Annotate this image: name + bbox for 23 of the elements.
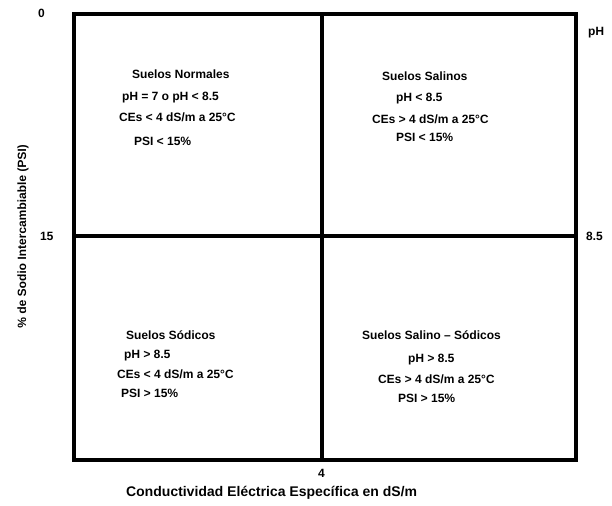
axis-title: % de Sodio Intercambiable (PSI)	[15, 144, 29, 328]
axis-tick-label: 8.5	[586, 229, 603, 243]
axis-tick-label: 15	[40, 229, 54, 243]
condition-text: pH < 8.5	[396, 90, 442, 104]
condition-text: CEs < 4 dS/m a 25°C	[119, 110, 236, 124]
condition-text: PSI < 15%	[134, 134, 192, 148]
axis-tick-label: 0	[38, 6, 45, 20]
condition-text: pH > 8.5	[124, 347, 170, 361]
axis-tick-label: 4	[318, 466, 325, 480]
soil-class-heading: Suelos Normales	[132, 67, 230, 81]
condition-text: PSI > 15%	[398, 391, 456, 405]
soil-class-heading: Suelos Salino – Sódicos	[362, 328, 501, 342]
soil-class-heading: Suelos Salinos	[382, 69, 468, 83]
condition-text: PSI > 15%	[121, 386, 178, 400]
soil-class-heading: Suelos Sódicos	[126, 328, 216, 342]
condition-text: pH = 7 o pH < 8.5	[122, 89, 219, 103]
condition-text: CEs > 4 dS/m a 25°C	[372, 112, 489, 126]
axis-tick-label: pH	[588, 24, 604, 38]
condition-text: CEs < 4 dS/m a 25°C	[117, 367, 234, 381]
axis-title: Conductividad Eléctrica Específica en dS/m	[126, 484, 417, 498]
condition-text: CEs > 4 dS/m a 25°C	[378, 372, 495, 386]
condition-text: pH > 8.5	[408, 351, 454, 365]
condition-text: PSI < 15%	[396, 130, 454, 144]
